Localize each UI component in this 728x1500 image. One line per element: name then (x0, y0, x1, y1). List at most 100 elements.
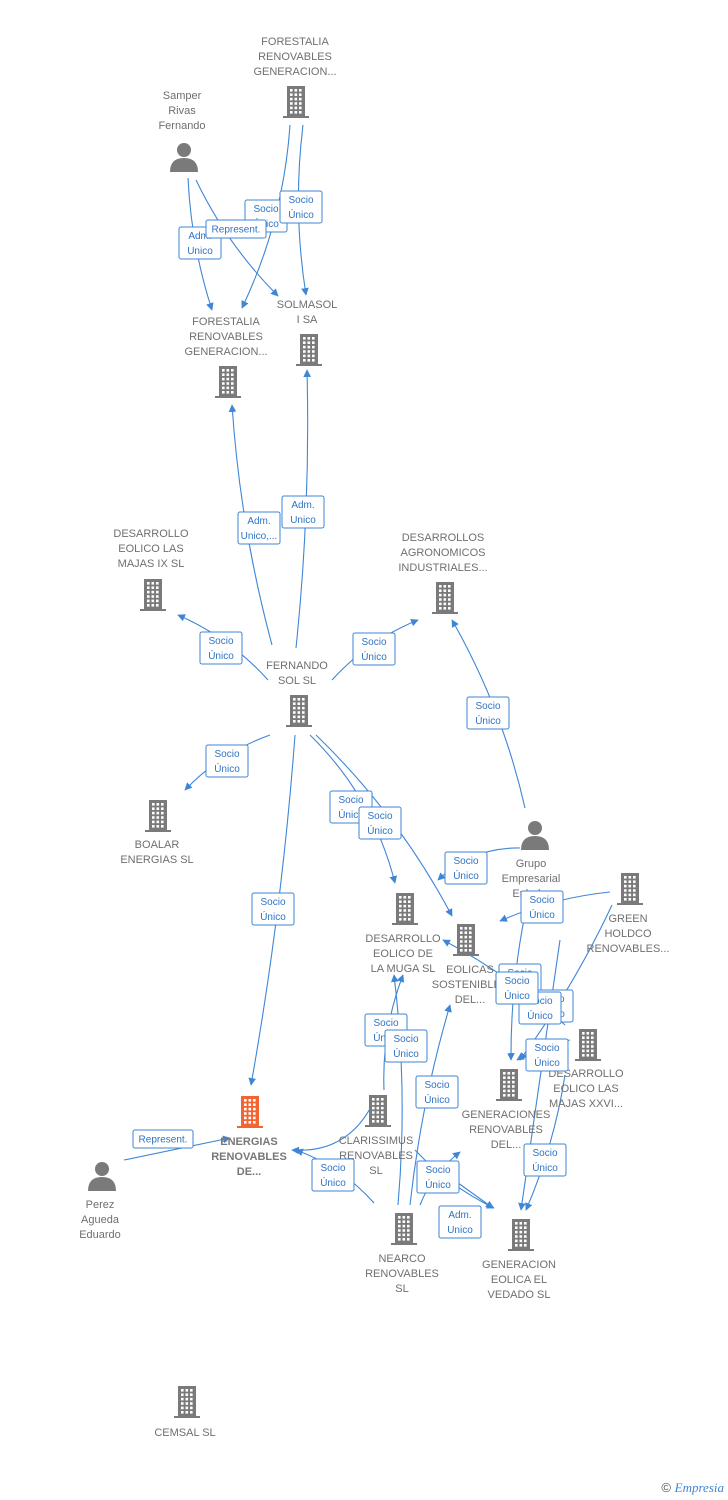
edge-label-text: Unico (447, 1225, 473, 1236)
edge-label-text: Único (534, 1056, 560, 1069)
footer-credit: © Empresia (661, 1480, 724, 1496)
edge-label-text: Represent. (212, 225, 261, 236)
node-label: DEL... (455, 994, 486, 1006)
node-label: FERNANDO (266, 660, 328, 672)
edge-label-text: Único (475, 714, 501, 727)
node-label: Perez (86, 1199, 115, 1211)
edge-label-text: Unico (290, 515, 316, 526)
edge-label-text: Adm. (188, 231, 211, 242)
node-forestalia1[interactable]: FORESTALIARENOVABLESGENERACION... (253, 36, 337, 118)
edge-label-text: Socio (529, 895, 554, 906)
copyright-symbol: © (661, 1480, 672, 1495)
node-agronomicos[interactable]: DESARROLLOSAGRONOMICOSINDUSTRIALES... (398, 532, 488, 614)
building-icon (286, 695, 312, 727)
building-icon (296, 334, 322, 366)
building-icon (365, 1095, 391, 1127)
node-label: DEL... (491, 1139, 522, 1151)
node-energias[interactable]: ENERGIASRENOVABLESDE... (211, 1096, 287, 1178)
edge-label-text: Socio (367, 811, 392, 822)
edge-label-text: Único (214, 762, 240, 775)
building-icon (496, 1069, 522, 1101)
edge-label-text: Único (367, 824, 393, 837)
edge-label-text: Único (425, 1178, 451, 1191)
edge-label-text: Socio (208, 636, 233, 647)
edge-label-text: Único (208, 649, 234, 662)
edge-label-text: Adm. (291, 500, 314, 511)
node-label: AGRONOMICOS (401, 547, 486, 559)
building-icon (508, 1219, 534, 1251)
edge-label-cemsal-to-energias[interactable]: Adm.Unico (438, 1205, 482, 1239)
edge-label-text: Socio (214, 749, 239, 760)
building-icon (453, 924, 479, 956)
edge-label-text: Socio (288, 195, 313, 206)
node-green[interactable]: GREENHOLDCORENOVABLES... (587, 873, 670, 955)
edge-majas26-to-vedado (525, 1074, 566, 1211)
edge-label-text: Único (527, 1009, 553, 1022)
node-label: ENERGIAS SL (120, 854, 193, 866)
node-label: GENERACION... (184, 346, 267, 358)
node-fernando[interactable]: FERNANDO SOL SL (266, 660, 328, 727)
node-label: SOL SL (278, 675, 316, 687)
node-label: BOALAR (135, 839, 180, 851)
node-generaciones[interactable]: GENERACIONESRENOVABLESDEL... (462, 1069, 551, 1151)
edge-label-text: Socio (425, 1165, 450, 1176)
node-boalar[interactable]: BOALAR ENERGIAS SL (120, 800, 194, 866)
node-eolicas[interactable]: EOLICASSOSTENIBLESDEL... (432, 924, 508, 1006)
node-cemsal[interactable]: CEMSAL SL (154, 1386, 216, 1439)
node-label: FORESTALIA (192, 316, 260, 328)
edge-label-samper-to-solmasol[interactable]: Represent. (205, 219, 267, 239)
person-icon (521, 821, 549, 850)
node-grupo[interactable]: GrupoEmpresarialEnhol... (502, 821, 561, 900)
brand-logo[interactable]: Empresia (674, 1480, 724, 1495)
edge-label-text: Socio (320, 1163, 345, 1174)
node-label: RENOVABLES (469, 1124, 543, 1136)
node-label: GENERACION (482, 1259, 556, 1271)
building-icon (575, 1029, 601, 1061)
edge-label-text: Único (504, 989, 530, 1002)
node-label: DESARROLLO (113, 528, 189, 540)
edge-label-text: Único (260, 910, 286, 923)
node-label: SOLMASOL (277, 299, 338, 311)
edge-label-perez-to-energias[interactable]: Represent. (132, 1129, 194, 1149)
edge-label-fernando-to-solmasol[interactable]: Adm. Unico (281, 495, 325, 529)
node-label: SL (395, 1283, 408, 1295)
node-label: Grupo (516, 858, 547, 870)
node-label: CEMSAL SL (154, 1427, 215, 1439)
edge-nearco-to-muga (391, 974, 403, 1206)
edge-label-text: Socio (338, 795, 363, 806)
node-label: Empresarial (502, 873, 561, 885)
edge-samper-to-solmasol (195, 179, 279, 297)
edge-label-text: Unico,... (241, 531, 278, 542)
nodes-layer: FORESTALIARENOVABLESGENERACION...SamperR… (79, 36, 669, 1439)
node-forestalia2[interactable]: FORESTALIARENOVABLESGENERACION... (184, 316, 268, 398)
node-label: VEDADO SL (488, 1289, 551, 1301)
node-label: RENOVABLES (211, 1151, 287, 1163)
node-label: RENOVABLES (258, 51, 332, 63)
edge-label-fernando-to-forestalia2[interactable]: Adm.Unico,... (237, 511, 281, 545)
